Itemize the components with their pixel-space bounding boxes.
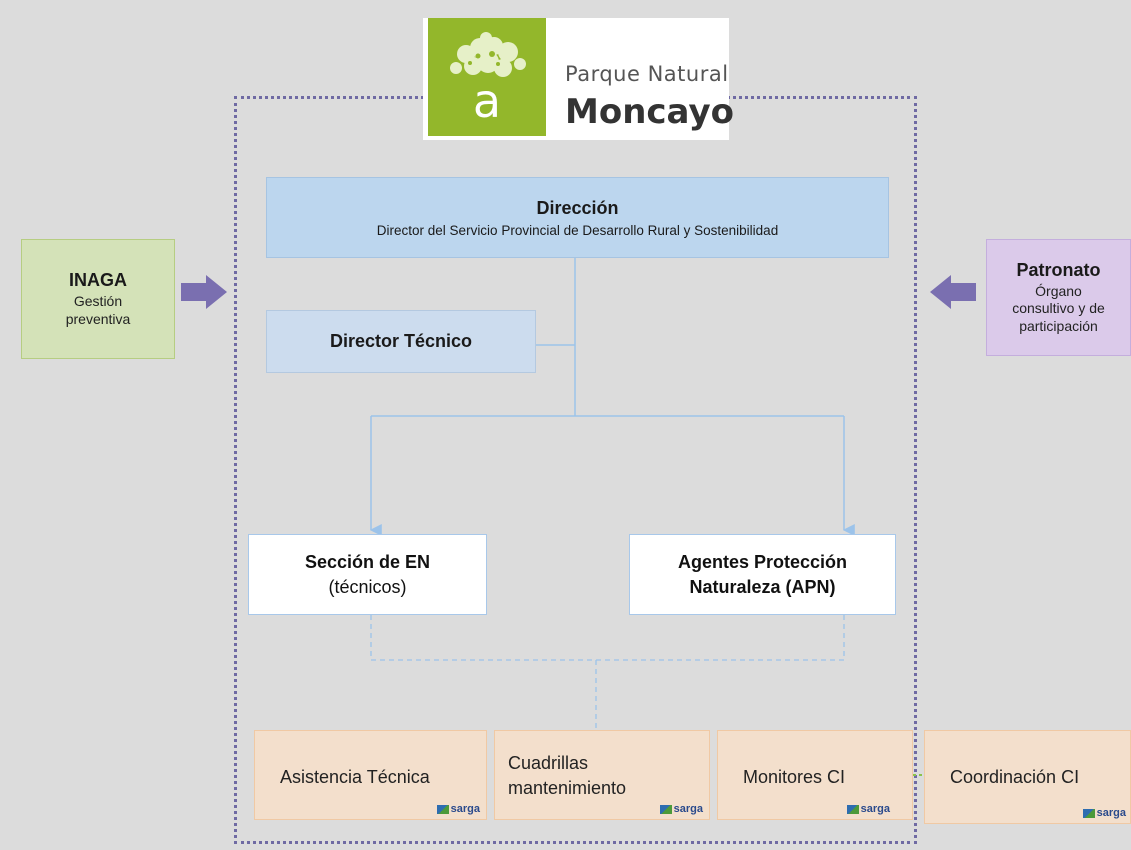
seccion-en-title: Sección de EN bbox=[304, 551, 431, 572]
monitores-ci-box: Monitores CI sarga bbox=[717, 730, 913, 820]
sarga-badge: sarga bbox=[1082, 807, 1126, 819]
tree-cloud-icon bbox=[450, 32, 526, 77]
patronato-box: Patronato Órgano consultivo y de partici… bbox=[986, 239, 1131, 356]
sarga-badge-text: sarga bbox=[860, 803, 890, 815]
asistencia-tecnica-label: Asistencia Técnica bbox=[280, 767, 430, 787]
cuadrillas-box: Cuadrillas mantenimiento sarga bbox=[494, 730, 710, 820]
sarga-flag-icon bbox=[436, 804, 449, 814]
patronato-line2: consultivo y de bbox=[1012, 300, 1105, 317]
coordinacion-ci-box: Coordinación CI sarga bbox=[924, 730, 1131, 824]
asistencia-tecnica-box: Asistencia Técnica sarga bbox=[254, 730, 487, 820]
sarga-flag-icon bbox=[659, 804, 672, 814]
agentes-line2: Naturaleza (APN) bbox=[689, 576, 836, 597]
cuadrillas-line1: Cuadrillas bbox=[508, 753, 589, 773]
agentes-line1: Agentes Protección bbox=[677, 551, 848, 572]
director-tecnico-title: Director Técnico bbox=[329, 331, 473, 351]
sarga-flag-icon bbox=[846, 804, 859, 814]
patronato-line3: participación bbox=[1019, 317, 1098, 334]
patronato-line1: Órgano bbox=[1035, 282, 1082, 299]
connector-dashed-bottom bbox=[370, 615, 845, 728]
direccion-subtitle: Director del Servicio Provincial de Desa… bbox=[376, 222, 779, 238]
sarga-badge-text: sarga bbox=[1096, 807, 1126, 819]
sarga-badge-text: sarga bbox=[450, 803, 480, 815]
park-logo-mark: a bbox=[428, 18, 546, 136]
direccion-title: Dirección bbox=[536, 197, 619, 218]
sarga-badge: sarga bbox=[436, 803, 480, 815]
logo-letter: a bbox=[472, 74, 502, 128]
patronato-arrow bbox=[930, 275, 976, 309]
director-tecnico-box: Director Técnico bbox=[266, 310, 536, 373]
sarga-flag-icon bbox=[1082, 808, 1095, 818]
logo-pretitle: Parque Natural bbox=[565, 62, 729, 86]
logo-title: Moncayo bbox=[565, 92, 734, 132]
inaga-line2: preventiva bbox=[65, 310, 131, 327]
inaga-box: INAGA Gestión preventiva bbox=[21, 239, 175, 359]
inaga-arrow bbox=[181, 275, 227, 309]
sarga-badge: sarga bbox=[846, 803, 890, 815]
coordinacion-ci-label: Coordinación CI bbox=[950, 767, 1080, 787]
agentes-proteccion-box: Agentes Protección Naturaleza (APN) bbox=[629, 534, 896, 615]
seccion-en-box: Sección de EN (técnicos) bbox=[248, 534, 487, 615]
direccion-box: Dirección Director del Servicio Provinci… bbox=[266, 177, 889, 258]
sarga-badge: sarga bbox=[659, 803, 703, 815]
inaga-line1: Gestión bbox=[73, 293, 123, 309]
park-logo: a Parque Natural Moncayo bbox=[423, 18, 734, 140]
cuadrillas-line2: mantenimiento bbox=[508, 778, 627, 798]
monitores-ci-label: Monitores CI bbox=[743, 767, 846, 787]
inaga-title: INAGA bbox=[69, 270, 127, 290]
seccion-en-subtitle: (técnicos) bbox=[328, 576, 407, 597]
sarga-badge-text: sarga bbox=[673, 803, 703, 815]
patronato-title: Patronato bbox=[1016, 259, 1101, 280]
